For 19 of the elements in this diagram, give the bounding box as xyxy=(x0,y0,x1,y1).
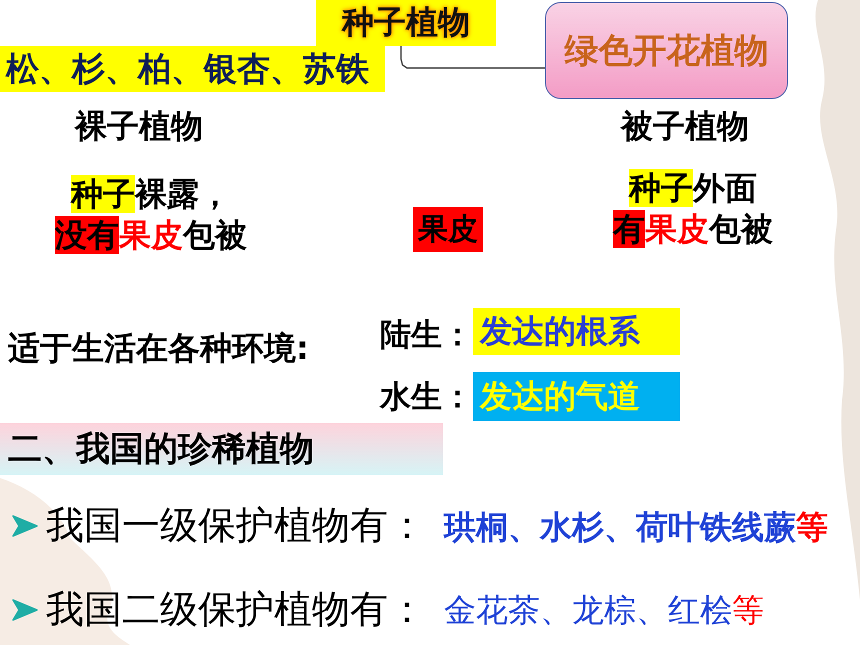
list-item-text: 我国二级保护植物有： xyxy=(46,587,426,633)
habitat-label: 水生： xyxy=(380,379,473,416)
category-heading: 裸子植物 xyxy=(75,107,203,146)
connector-line xyxy=(400,46,545,69)
list-item-text: 我国一级保护植物有： xyxy=(46,503,426,549)
rounded-topic-box: 绿色开花植物 xyxy=(545,2,788,99)
category-heading: 被子植物 xyxy=(621,107,749,146)
highlighted-answer: 发达的气道 xyxy=(473,372,680,421)
highlighted-term: 果皮 xyxy=(413,207,483,252)
description-text: 种子外面有果皮包被 xyxy=(612,168,774,250)
description-text: 种子裸露，没有果皮包被 xyxy=(54,174,248,256)
example-list-text: 金花茶、龙棕、红桧等 xyxy=(444,591,764,630)
statement-text: 适于生活在各种环境: xyxy=(8,329,309,368)
highlighted-example-band: 松、杉、柏、银杏、苏铁 xyxy=(0,46,385,92)
habitat-label: 陆生： xyxy=(380,317,473,354)
highlighted-answer: 发达的根系 xyxy=(473,308,680,355)
section-heading-band: 二、我国的珍稀植物 xyxy=(0,423,443,475)
example-list-text: 珙桐、水杉、荷叶铁线蕨等 xyxy=(444,508,828,546)
highlighted-heading: 种子植物 xyxy=(316,0,496,46)
